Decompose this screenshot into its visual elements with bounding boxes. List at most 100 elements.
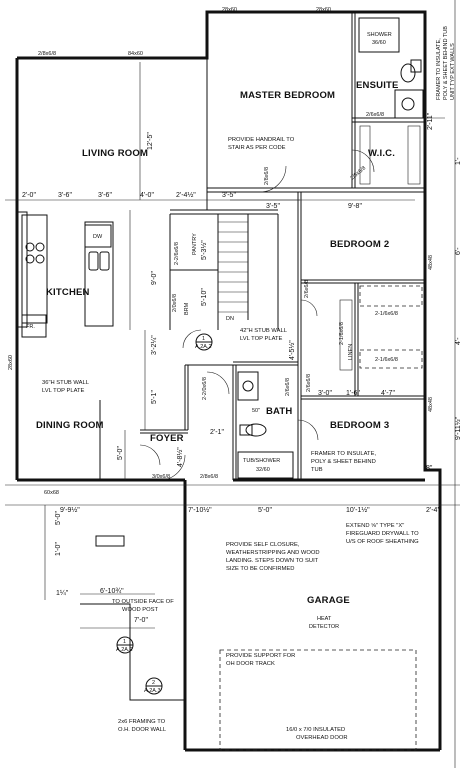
door-swings: [139, 149, 375, 481]
door-label-28x60-b: 28x60: [316, 7, 331, 13]
door-label-bath: 2/6x6/8: [285, 378, 291, 396]
section-marker-1-ref: A.2A.2: [195, 344, 212, 350]
section-marker-1-number: 1: [202, 336, 205, 342]
wic-label: W.I.C.: [368, 148, 395, 159]
overhead-door-note-2: OVERHEAD DOOR: [296, 735, 348, 741]
bath-sink-icon: [237, 371, 259, 401]
framer-insulate-note-2: POLY & SHEET BEHIND: [311, 459, 376, 465]
dishwasher-box: [84, 224, 112, 248]
garage-label: GARAGE: [307, 595, 350, 606]
bath-label: BATH: [266, 406, 292, 417]
door-label-closet: 2-2/0x6/8: [202, 377, 208, 400]
framer-insulate-note-3: TUB: [311, 467, 323, 473]
closure-note-1: PROVIDE SELF CLOSURE,: [226, 542, 300, 548]
window-label-48x48-b: 48x48: [428, 397, 434, 412]
door-label-bath-2-8: 2/8x6/8: [200, 474, 218, 480]
dim-5-0b: 5'-0": [258, 507, 272, 514]
door-support-note-2: OH DOOR TRACK: [226, 661, 275, 667]
dim-4-0: 4'-0": [140, 192, 154, 199]
tub-box: [237, 451, 294, 479]
outside-face-note-1: TO OUTSIDE FACE OF: [112, 599, 174, 605]
closet-bed3: [359, 349, 423, 369]
door-label-master: 2/8x6/8: [264, 167, 270, 185]
dim-6-10t: 6'-10¾": [100, 588, 124, 595]
dim-3-0: 3'-0": [318, 390, 332, 397]
framer-right-note-1: FRAMER TO INSULATE,: [436, 38, 442, 100]
section-marker-2: 1 A.2A.2: [116, 636, 134, 654]
pantry-label: PANTRY: [192, 233, 198, 255]
dim-2-4: 2'-4": [426, 507, 440, 514]
step-landing: [95, 535, 125, 547]
edge-dim-4: 9'-11½": [454, 416, 462, 440]
dim-2-4h: 2'-4½": [176, 191, 196, 199]
annotation-notes: PROVIDE HANDRAIL TO STAIR AS PER CODE 42…: [42, 26, 456, 741]
section-marker-1: 1 A.2A.2: [195, 333, 213, 351]
dim-4-8h: 4'-8½": [176, 447, 184, 467]
kitchen-counter: [16, 211, 114, 338]
room-labels: MASTER BEDROOM ENSUITE W.I.C. LIVING ROO…: [36, 80, 398, 606]
dimension-labels: 2'-0" 3'-6" 3'-6" 4'-0" 2'-4½" 3'-5" 3'-…: [22, 112, 462, 624]
dim-3-2q: 3'-2¼": [151, 335, 158, 355]
dim-3-6a: 3'-6": [58, 192, 72, 199]
dn-label: DN: [226, 316, 234, 322]
closure-note-2: WEATHERSTRIPPING AND WOOD: [226, 550, 320, 556]
door-label-bed2: 2/6x6/8: [304, 280, 310, 298]
closure-note-3: LANDING. STEPS DOWN TO SUIT: [226, 558, 319, 564]
section-marker-3-number: 2: [152, 680, 155, 686]
overhead-door-track: [219, 649, 417, 751]
bedroom2-label: BEDROOM 2: [330, 239, 389, 250]
door-label-closet-a: 2-1/6x6/8: [375, 311, 398, 317]
door-label-28x60-left: 28x60: [8, 355, 14, 370]
door-label-brm: 2/0x6/8: [172, 294, 178, 312]
shower-box: [358, 17, 400, 53]
door-label-closet-b: 2-1/6x6/8: [375, 357, 398, 363]
dim-7-10h: 7'-10½": [188, 506, 212, 514]
dim-3-5b: 3'-5": [266, 203, 280, 210]
dim-2-11: 2'-11": [427, 112, 434, 130]
stub-wall-36-note-1: 36"H STUB WALL: [42, 380, 90, 386]
shower-size-label: 36/60: [372, 40, 386, 46]
firewall-note-2: FIREGUARD DRYWALL TO: [346, 531, 419, 537]
kitchen-label: KITCHEN: [46, 287, 90, 298]
bedroom3-label: BEDROOM 3: [330, 420, 389, 431]
handrail-note-1: PROVIDE HANDRAIL TO: [228, 137, 295, 143]
stair-treads: [218, 221, 248, 313]
door-label-top-2-8: 2/8x6/8: [38, 51, 56, 57]
living-room-label: LIVING ROOM: [82, 148, 148, 159]
dim-5-10: 5'-10": [201, 288, 208, 306]
linen-label: LINEN: [348, 344, 354, 360]
door-label-84x60: 84x60: [128, 51, 143, 57]
master-bedroom-label: MASTER BEDROOM: [240, 90, 335, 101]
dim-2-0: 2'-0": [22, 192, 36, 199]
dim-12-5: 12'-5": [147, 132, 154, 150]
vanity-sink-icon: [394, 89, 424, 119]
wic-shelf-2: [407, 125, 421, 185]
fr-label: FR.: [26, 324, 35, 330]
edge-dim-1: 1'-: [455, 157, 462, 165]
shower-label: SHOWER: [367, 32, 392, 38]
stub-wall-36-note-2: LVL TOP PLATE: [42, 388, 85, 394]
door-label-bed3: 2/6x6/8: [306, 374, 312, 392]
door-support-note-1: PROVIDE SUPPORT FOR: [226, 653, 295, 659]
section-marker-2-ref: A.2A.2: [116, 647, 133, 653]
stub-wall-42-note-2: LVL TOP PLATE: [240, 336, 283, 342]
tub-size-label: 32/60: [256, 467, 270, 473]
framer-right-note-2: POLY & SHEET BEHIND TUB: [443, 26, 449, 100]
dim-10-1h: 10'-1½": [346, 506, 370, 514]
bath-50-label: 50": [252, 408, 260, 414]
section-marker-3-ref: A.2A.3: [144, 688, 161, 694]
dim-5-0c: 5'-0": [55, 511, 62, 525]
dim-5-1: 5'-1": [151, 390, 158, 404]
foyer-label: FOYER: [150, 433, 184, 444]
dim-1-6: 1'-6": [346, 390, 360, 397]
fixture-labels: SHOWER 36/60 TUB/SHOWER 32/60 DW FR. HEA…: [26, 32, 392, 630]
door-label-ensuite: 2/6x6/8: [366, 112, 384, 118]
linen-shelf: [339, 299, 353, 371]
stub-wall-42-note-1: 42"H STUB WALL: [240, 328, 288, 334]
dining-room-label: DINING ROOM: [36, 420, 104, 431]
handrail-note-2: STAIR AS PER CODE: [228, 145, 286, 151]
dim-9-8: 9'-8": [348, 203, 362, 210]
door-label-28x60-a: 28x60: [222, 7, 237, 13]
tub-shower-label: TUB/SHOWER: [243, 458, 280, 464]
